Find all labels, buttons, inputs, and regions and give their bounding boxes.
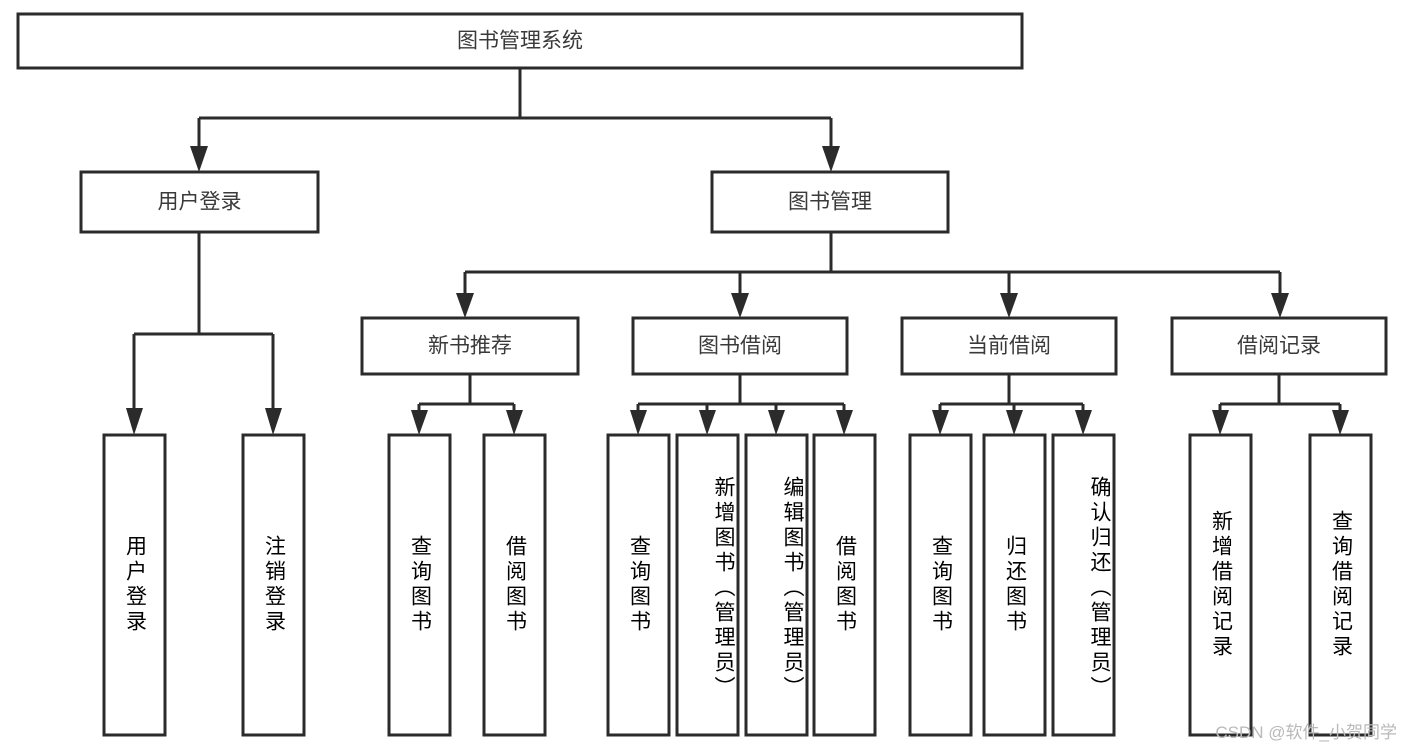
leaf-query-record-label: 查询借阅记录 (1329, 510, 1353, 660)
arrow-head-borrow-record (1271, 293, 1289, 318)
leaf-confirm-return-label: 确认归还（管理员） (1088, 475, 1111, 701)
connector-group-root (190, 68, 840, 172)
node-book-manage[interactable]: 图书管理 (710, 170, 950, 234)
node-current-borrow-box[interactable] (900, 316, 1118, 376)
arrow-head-current-borrow (1000, 293, 1018, 318)
node-book-borrow[interactable]: 图书借阅 (631, 316, 849, 376)
connector-group-user-login (126, 232, 282, 435)
arrow-head-leaf-edit-book (768, 410, 785, 435)
arrow-head-leaf-confirm-return (1075, 410, 1092, 435)
arrow-head-leaf-add-book (699, 410, 716, 435)
arrow-head-leaf-add-record (1212, 410, 1229, 435)
arrow-head-leaf-query-book-2 (630, 410, 647, 435)
leaf-add-book-label: 新增图书（管理员） (712, 475, 735, 701)
arrow-head-leaf-logout (265, 408, 282, 435)
leaf-add-book-box[interactable] (675, 433, 740, 737)
leaf-query-book-2-box[interactable] (606, 433, 671, 737)
node-title-label: 图书管理系统 (457, 30, 583, 53)
leaf-confirm-return-box[interactable] (1051, 433, 1116, 737)
leaf-query-record-box[interactable] (1308, 433, 1373, 737)
arrow-head-leaf-query-record (1332, 410, 1349, 435)
leaf-user-login-box[interactable] (102, 433, 167, 737)
arrow-head-leaf-query-book-3 (932, 410, 949, 435)
arrow-head-leaf-borrow-book-2 (836, 410, 853, 435)
leaf-borrow-book-2-box[interactable] (812, 433, 877, 737)
node-new-book-rec-label: 新书推荐 (428, 335, 512, 358)
node-borrow-record[interactable]: 借阅记录 (1170, 316, 1388, 376)
leaf-return-book-box[interactable] (982, 433, 1047, 737)
node-book-manage-box[interactable] (710, 170, 950, 234)
node-title[interactable]: 图书管理系统 (16, 12, 1024, 70)
connector-group-book-borrow (630, 374, 853, 435)
node-borrow-record-box[interactable] (1170, 316, 1388, 376)
node-user-login-box[interactable] (79, 170, 320, 234)
arrow-head-leaf-query-book-1 (411, 410, 428, 435)
leaf-edit-book-label: 编辑图书（管理员） (781, 475, 804, 701)
leaf-user-login-label: 用户登录 (123, 535, 147, 635)
arrow-head-leaf-borrow-book-1 (506, 410, 523, 435)
leaf-box-group (102, 433, 1373, 737)
node-current-borrow-label: 当前借阅 (967, 335, 1051, 358)
arrow-head-book-manage (822, 146, 840, 172)
arrow-head-user-login (190, 146, 208, 172)
leaf-query-book-3-label: 查询图书 (929, 535, 953, 635)
node-current-borrow[interactable]: 当前借阅 (900, 316, 1118, 376)
leaf-logout-box[interactable] (241, 433, 306, 737)
leaf-add-record-label: 新增借阅记录 (1209, 510, 1233, 660)
arrow-head-leaf-return-book (1006, 410, 1023, 435)
leaf-query-book-1-box[interactable] (387, 433, 452, 737)
node-new-book-rec[interactable]: 新书推荐 (360, 316, 580, 376)
leaf-add-record-box[interactable] (1188, 433, 1253, 737)
node-user-login-label: 用户登录 (158, 191, 242, 214)
connector-group-new-book-rec (411, 374, 523, 435)
leaf-borrow-book-1-label: 借阅图书 (503, 535, 527, 635)
leaf-logout-label: 注销登录 (262, 535, 286, 635)
connector-group-book-manage (456, 232, 1289, 318)
node-user-login[interactable]: 用户登录 (79, 170, 320, 234)
node-book-borrow-label: 图书借阅 (698, 335, 782, 358)
node-title-box[interactable] (16, 12, 1024, 70)
connector-group-current-borrow (932, 374, 1092, 435)
node-book-borrow-box[interactable] (631, 316, 849, 376)
arrow-head-book-borrow (731, 293, 749, 318)
leaf-borrow-book-2-label: 借阅图书 (833, 535, 857, 635)
node-book-manage-label: 图书管理 (788, 191, 872, 214)
leaf-borrow-book-1-box[interactable] (482, 433, 547, 737)
arrow-head-new-book-rec (456, 293, 474, 318)
arrow-head-leaf-user-login (126, 408, 143, 435)
leaf-edit-book-box[interactable] (744, 433, 809, 737)
leaf-query-book-2-label: 查询图书 (627, 535, 651, 635)
leaf-query-book-1-label: 查询图书 (408, 535, 432, 635)
leaf-query-book-3-box[interactable] (908, 433, 973, 737)
leaf-return-book-label: 归还图书 (1003, 535, 1027, 635)
node-new-book-rec-box[interactable] (360, 316, 580, 376)
connector-group-borrow-record (1212, 374, 1349, 435)
node-borrow-record-label: 借阅记录 (1237, 335, 1321, 358)
